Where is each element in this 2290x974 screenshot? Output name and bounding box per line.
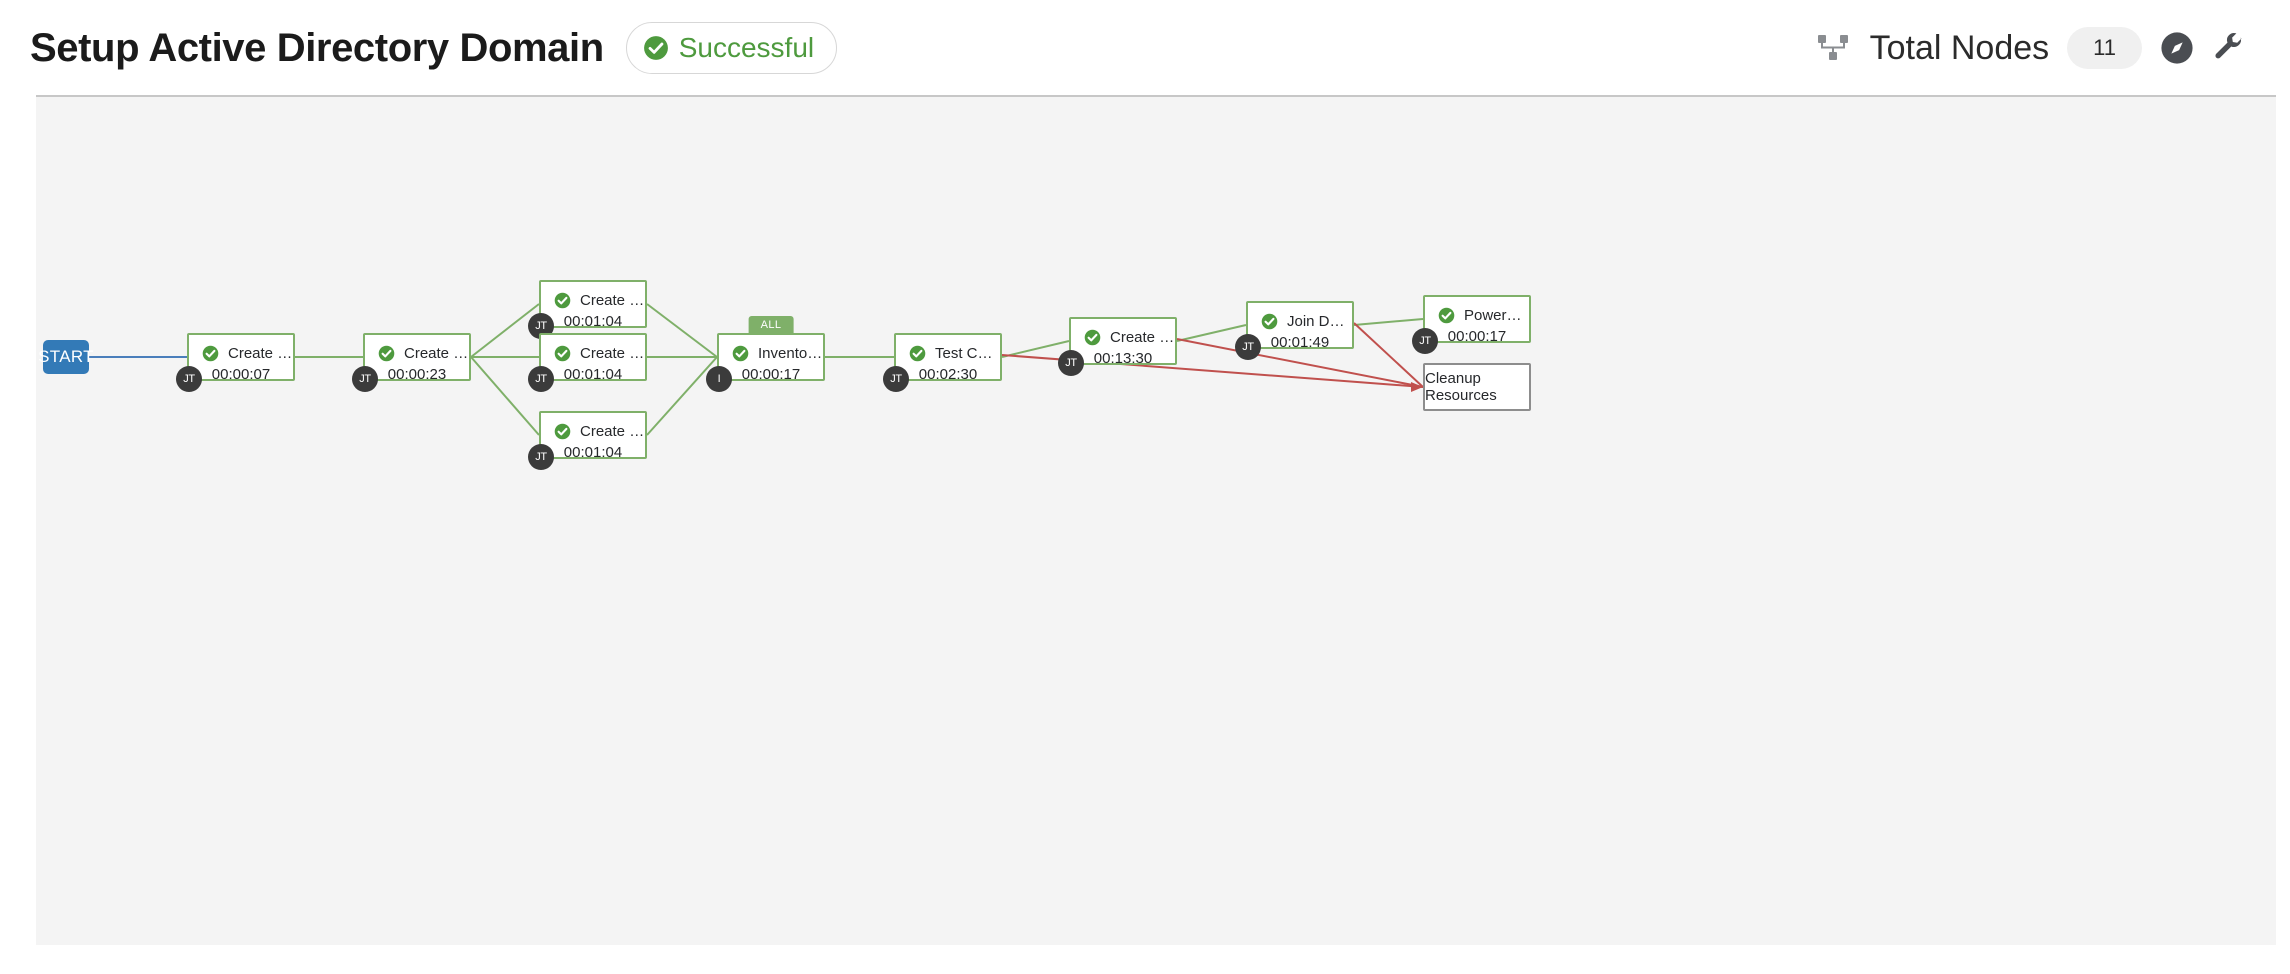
node-type-badge: JT — [883, 366, 909, 392]
compass-icon[interactable] — [2160, 31, 2194, 65]
check-circle-icon — [554, 345, 571, 362]
check-circle-icon — [909, 345, 926, 362]
check-circle-icon — [554, 423, 571, 440]
node-type-badge: I — [706, 366, 732, 392]
header-left-group: Setup Active Directory Domain Successful — [30, 22, 838, 74]
node-elapsed-time: 00:00:07 — [211, 366, 271, 383]
node-elapsed-time: 00:01:04 — [563, 366, 623, 383]
node-title: Inventory Sync — [758, 345, 823, 362]
node-convergence-tag: ALL — [748, 316, 794, 335]
page-title: Setup Active Directory Domain — [30, 25, 604, 70]
workflow-node-powershell-validation[interactable]: PowerShell Validation 00:00:17 JT — [1412, 295, 1531, 354]
node-type-badge: JT — [1235, 334, 1261, 360]
check-circle-icon — [1084, 329, 1101, 346]
workflow-node-create-vpc[interactable]: Create VPC 00:00:23 JT — [352, 333, 471, 392]
workflow-edges — [89, 303, 1424, 436]
node-type-badge: JT — [528, 366, 554, 392]
node-header: Create Domain — [1071, 319, 1175, 346]
node-type-badge: JT — [352, 366, 378, 392]
node-header: Create Computer (2) — [541, 413, 645, 440]
start-node-label: START — [38, 347, 94, 366]
workflow-node-create-computer-1[interactable]: Create Computer (1) 00:01:04 JT — [528, 333, 647, 392]
node-header: Join Domain — [1248, 303, 1352, 330]
node-header: Create VPC — [365, 335, 469, 362]
workflow-node-test-connectivity[interactable]: Test Connectivity 00:02:30 JT — [883, 333, 1002, 392]
page-header: Setup Active Directory Domain Successful… — [0, 0, 2290, 97]
node-header: Create Computer (1) — [541, 335, 645, 362]
check-circle-icon — [732, 345, 749, 362]
node-elapsed-time: 00:00:17 — [741, 366, 801, 383]
node-elapsed-time: 00:01:49 — [1270, 334, 1330, 351]
header-right-group: Total Nodes 11 — [1817, 27, 2246, 69]
node-title: Create Domain Contr... — [580, 292, 645, 309]
node-title: Create VPC — [404, 345, 469, 362]
start-node[interactable]: START — [38, 340, 94, 374]
sitemap-icon — [1817, 35, 1848, 60]
workflow-node-create-domain[interactable]: Create Domain 00:13:30 JT — [1058, 317, 1177, 376]
node-elapsed-time: 00:13:30 — [1093, 350, 1153, 367]
node-title: Cleanup Resources — [1425, 370, 1497, 404]
node-elapsed-time: 00:00:23 — [387, 366, 447, 383]
workflow-node-join-domain[interactable]: Join Domain 00:01:49 JT — [1235, 301, 1354, 360]
node-title: Create Domain — [1110, 329, 1175, 346]
check-circle-icon — [643, 36, 668, 60]
canvas-bottom-edge — [36, 945, 2276, 974]
node-header: Test Connectivity — [896, 335, 1000, 362]
workflow-node-cleanup-resources[interactable]: Cleanup Resources — [1423, 363, 1531, 411]
node-elapsed-time: 00:02:30 — [918, 366, 978, 383]
node-type-badge: JT — [176, 366, 202, 392]
node-title: Test Connectivity — [935, 345, 1000, 362]
node-title: Create Computer (2) — [580, 423, 645, 440]
check-circle-icon — [202, 345, 219, 362]
node-type-badge: JT — [1058, 350, 1084, 376]
node-header: Create Keypair — [189, 335, 293, 362]
check-circle-icon — [1438, 307, 1455, 324]
node-type-badge: JT — [1412, 328, 1438, 354]
node-title: Create Computer (1) — [580, 345, 645, 362]
failure-arrowheads — [1411, 382, 1423, 392]
workflow-node-create-keypair[interactable]: Create Keypair 00:00:07 JT — [176, 333, 295, 392]
total-nodes-label: Total Nodes — [1869, 28, 2050, 67]
node-title: Create Keypair — [228, 345, 293, 362]
check-circle-icon — [1261, 313, 1278, 330]
check-circle-icon — [378, 345, 395, 362]
workflow-node-inventory-sync[interactable]: ALL Inventory Sync 00:00:17 I — [706, 316, 825, 392]
node-elapsed-time: 00:00:17 — [1447, 328, 1507, 345]
success-edges — [295, 303, 1424, 436]
node-header: Inventory Sync — [719, 335, 823, 362]
node-title: PowerShell Validation — [1464, 307, 1529, 324]
node-type-badge: JT — [528, 444, 554, 470]
status-badge: Successful — [625, 22, 838, 74]
node-title: Join Domain — [1287, 313, 1352, 330]
node-elapsed-time: 00:01:04 — [563, 313, 623, 330]
node-header: PowerShell Validation — [1425, 297, 1529, 324]
header-divider — [36, 95, 2276, 97]
total-nodes-count: 11 — [2067, 27, 2142, 69]
workflow-node-create-computer-2[interactable]: Create Computer (2) 00:01:04 JT — [528, 411, 647, 470]
status-badge-label: Successful — [678, 32, 815, 63]
node-header: Create Domain Contr... — [541, 282, 645, 309]
wrench-icon[interactable] — [2212, 31, 2246, 65]
check-circle-icon — [554, 292, 571, 309]
node-elapsed-time: 00:01:04 — [563, 444, 623, 461]
